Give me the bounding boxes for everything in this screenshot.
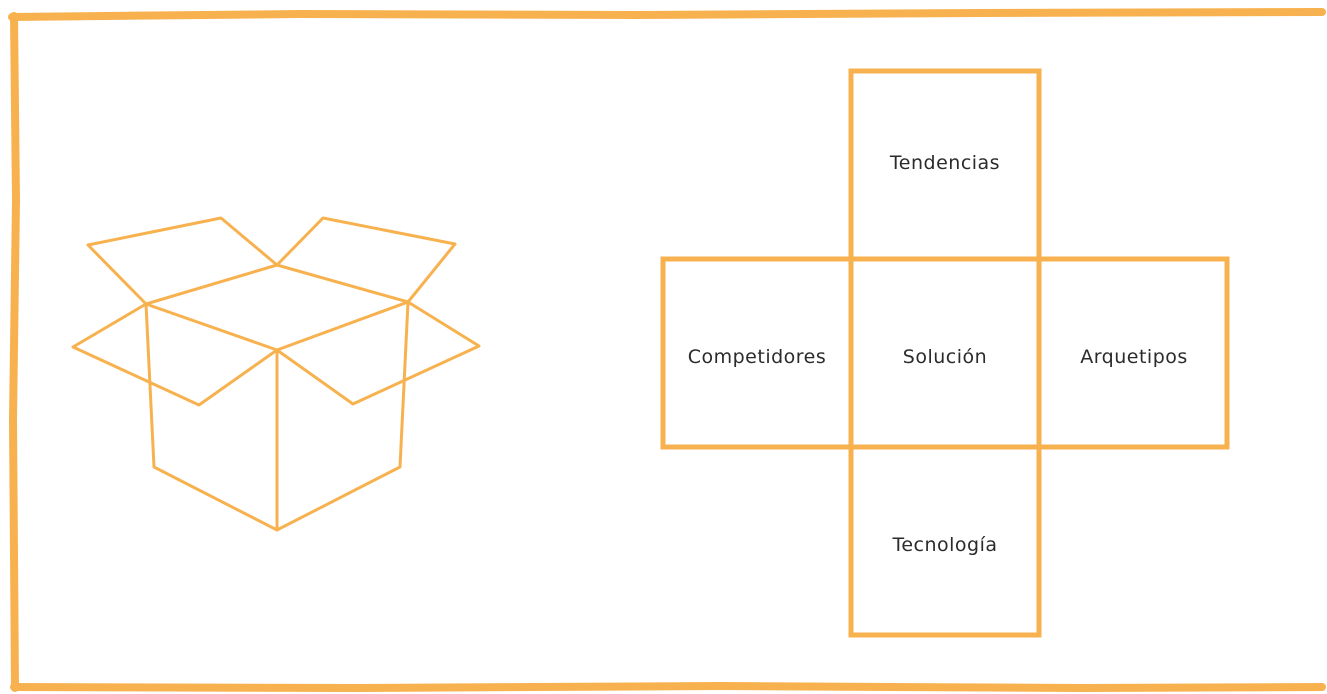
box-top-opening (144, 263, 410, 352)
net-right-cell (1036, 256, 1230, 450)
cube-net (660, 68, 1230, 638)
open-box-icon (71, 216, 481, 532)
box-back-left-flap (86, 216, 279, 306)
box-front-right-flap (275, 300, 481, 406)
net-bottom-cell (848, 444, 1042, 638)
net-center-label: Solución (902, 346, 988, 368)
net-right-label: Arquetipos (1080, 346, 1188, 368)
frame-bottom-edge (10, 682, 1326, 692)
frame-top-edge (8, 8, 1326, 21)
net-bottom-label: Tecnología (892, 534, 998, 556)
frame-border (8, 8, 1326, 692)
box-back-right-flap (275, 216, 457, 304)
net-top-label: Tendencias (889, 152, 1001, 174)
frame-left-edge (9, 12, 20, 692)
box-front-left-flap (71, 302, 279, 407)
net-left-label: Competidores (687, 346, 827, 368)
